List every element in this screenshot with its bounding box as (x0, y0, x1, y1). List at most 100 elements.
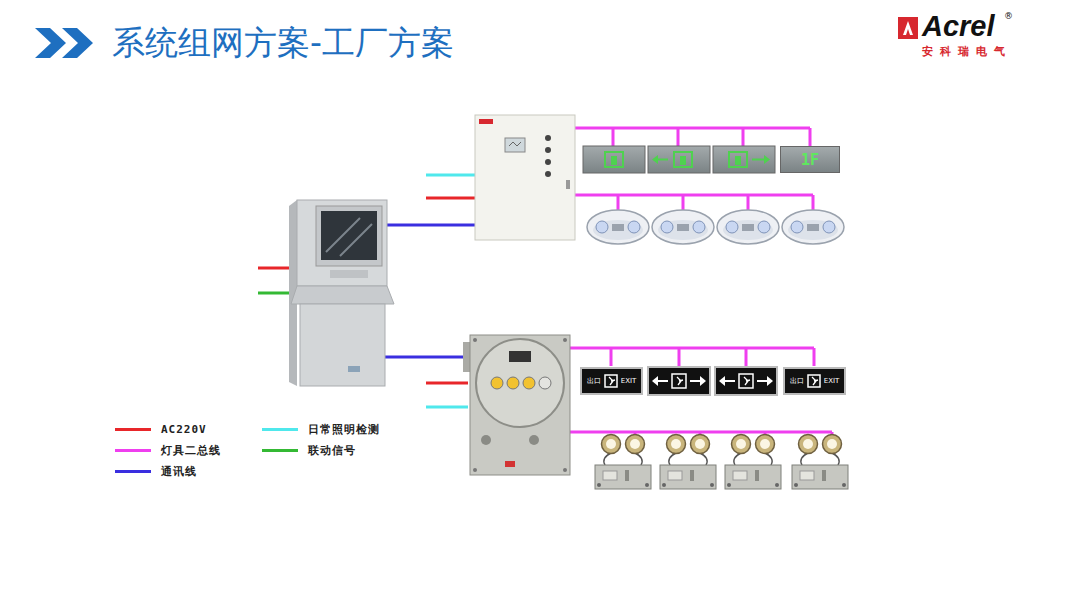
logo-icon (898, 17, 918, 39)
ceiling-lights (587, 210, 844, 244)
lighting-detect-wires (426, 175, 475, 407)
indicator-signs (583, 146, 775, 173)
explosion-proof-box (473, 468, 477, 472)
indicator-signs (764, 155, 770, 164)
explosion-proof-box (463, 335, 570, 475)
legend-swatch (115, 428, 151, 431)
floor-sign: 1F (780, 146, 840, 173)
communication-wires (385, 225, 475, 357)
exit-icon (609, 377, 615, 385)
distribution-box (566, 180, 570, 189)
host-cabinet (348, 366, 360, 372)
legend-text: 灯具二总线 (161, 443, 221, 458)
exit-signs (715, 367, 777, 395)
distribution-box (545, 147, 551, 153)
sign-text: EXIT (824, 377, 840, 386)
explosion-proof-box (491, 377, 503, 389)
host-cabinet (321, 211, 377, 260)
exit-signs (690, 380, 701, 382)
legend-swatch (262, 449, 298, 452)
title-chevrons (35, 28, 93, 58)
distribution-box (545, 171, 551, 177)
host-cabinet (300, 304, 385, 386)
brand-subtitle: 安科瑞电气 (922, 45, 1012, 58)
logo-icon (903, 21, 913, 35)
indicator-signs (713, 146, 775, 173)
distribution-box (545, 159, 551, 165)
host-cabinet (316, 206, 382, 266)
explosion-proof-box (476, 339, 564, 427)
registered-mark: ® (1004, 11, 1013, 22)
explosion-proof-lamps (660, 435, 716, 490)
ceiling-lights (587, 210, 649, 244)
exit-signs (757, 380, 768, 382)
host-cabinet (326, 218, 372, 256)
host-cabinet (330, 270, 368, 278)
legend-text: AC220V (161, 422, 207, 437)
explosion-proof-box (563, 468, 567, 472)
indicator-signs (583, 146, 645, 173)
explosion-proof-box (505, 461, 515, 467)
lamp-bus-wires (570, 348, 814, 366)
explosion-proof-box (539, 377, 551, 389)
exit-sign: 出口 EXIT (783, 367, 846, 395)
exit-signs (648, 367, 777, 395)
explosion-proof-box (507, 377, 519, 389)
legend-swatch (115, 470, 151, 473)
communication-wires (385, 224, 475, 227)
sign-text: 出口 (790, 377, 804, 386)
lighting-detect-wires (426, 406, 468, 409)
indicator-signs (680, 156, 686, 165)
indicator-signs (674, 152, 692, 167)
exit-icon (807, 374, 821, 388)
floor-number: 1F (801, 151, 819, 169)
explosion-proof-box (529, 435, 539, 445)
ceiling-lights (717, 210, 779, 244)
indicator-signs (652, 155, 658, 164)
ceiling-lights (782, 210, 844, 244)
title-chevrons (35, 28, 66, 58)
lighting-detect-wires (426, 174, 475, 177)
indicator-signs (735, 156, 741, 165)
explosion-proof-lamps (792, 435, 848, 490)
logo-icon (898, 17, 918, 39)
exit-signs (648, 367, 710, 395)
legend-text: 通讯线 (161, 464, 197, 479)
legend-text: 联动信号 (308, 443, 356, 458)
indicator-signs (752, 159, 765, 161)
exit-icon (604, 374, 618, 388)
exit-icon (812, 377, 818, 385)
explosion-proof-lamps (595, 435, 651, 490)
lamp-bus-wires (575, 128, 810, 146)
exit-icon (605, 375, 617, 387)
explosion-proof-box (563, 338, 567, 342)
legend-swatch (262, 428, 298, 431)
explosion-proof-box (470, 335, 570, 475)
explosion-proof-box (509, 351, 531, 362)
explosion-proof-box (473, 338, 477, 342)
legend-swatch (115, 449, 151, 452)
exit-sign: 出口 EXIT (580, 367, 643, 395)
distribution-box (475, 115, 575, 240)
title-chevrons (62, 28, 93, 58)
power-wires (426, 197, 475, 200)
exit-signs (657, 380, 668, 382)
distribution-box (509, 142, 521, 146)
indicator-signs (611, 156, 617, 165)
ceiling-lights (652, 210, 714, 244)
power-wires (426, 382, 468, 385)
sign-text: EXIT (621, 377, 637, 386)
distribution-box (475, 115, 575, 240)
indicator-signs (605, 152, 623, 167)
sign-text: 出口 (587, 377, 601, 386)
page-title: 系统组网方案-工厂方案 (112, 23, 454, 63)
indicator-signs (648, 146, 710, 173)
explosion-proof-box (481, 435, 491, 445)
host-cabinet (289, 200, 394, 386)
exit-signs (724, 380, 735, 382)
explosion-proof-lamps (595, 435, 848, 490)
distribution-box (545, 135, 551, 141)
explosion-proof-lamps (725, 435, 781, 490)
